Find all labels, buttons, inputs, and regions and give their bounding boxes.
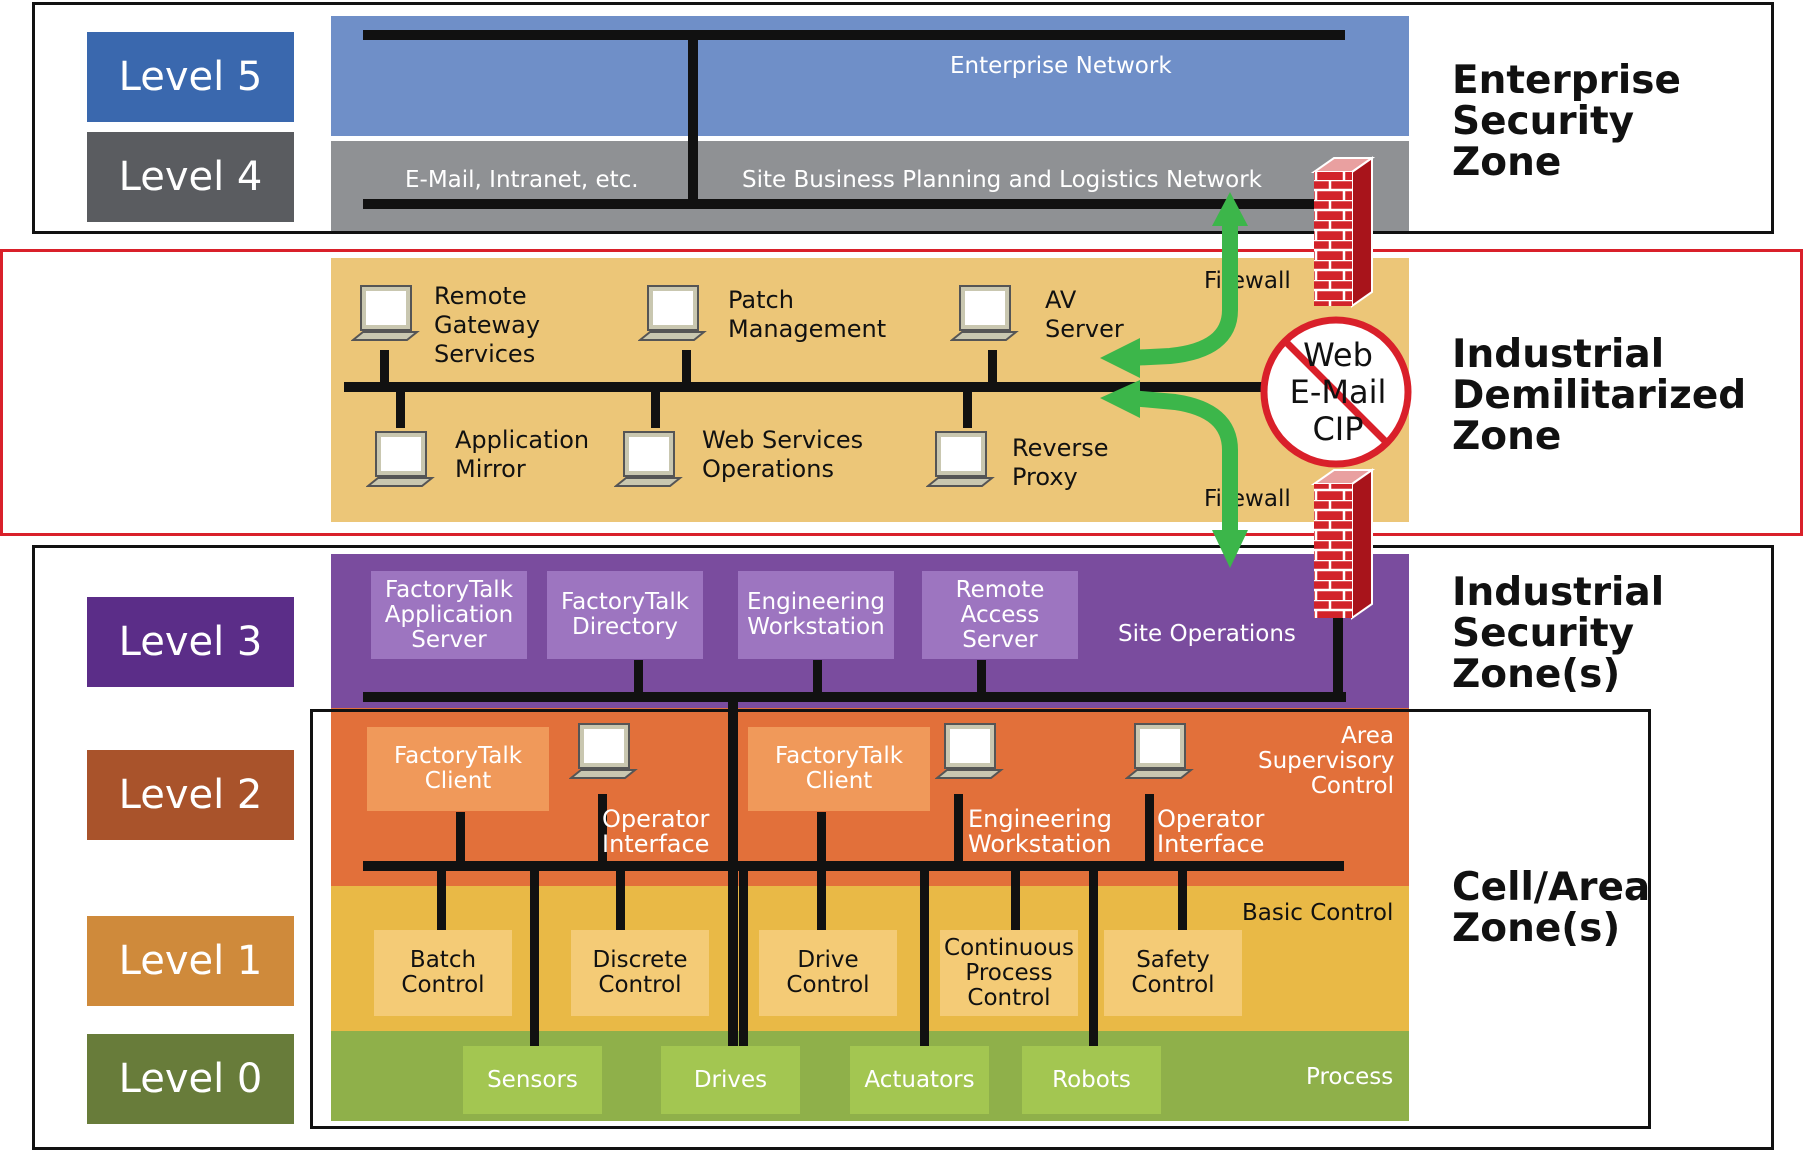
patch-management-label: Patch Management — [728, 286, 887, 343]
operator-interface-label: Operator Interface — [602, 805, 710, 858]
dmz-zone-outline — [0, 249, 1803, 536]
drop — [651, 388, 660, 428]
dmz-zone-label: Industrial Demilitarized Zone — [1452, 332, 1747, 459]
drop — [817, 866, 826, 932]
batch-control-box: Batch Control — [374, 930, 512, 1016]
level-4-tag: Level 4 — [87, 132, 294, 222]
drop — [954, 794, 963, 866]
remote-access-server-box: Remote Access Server — [922, 571, 1078, 659]
reverse-proxy-label: Reverse Proxy — [1012, 434, 1109, 491]
level-1-tag: Level 1 — [87, 916, 294, 1006]
engineering-workstation-box: Engineering Workstation — [738, 571, 894, 659]
robots-box: Robots — [1022, 1046, 1161, 1114]
drop — [963, 388, 972, 428]
enterprise-zone-label: Enterprise Security Zone — [1452, 58, 1681, 185]
upper-green-arrow — [1100, 192, 1248, 378]
level-2-tag: Level 2 — [87, 750, 294, 840]
factorytalk-directory-box: FactoryTalk Directory — [547, 571, 703, 659]
drop — [598, 794, 607, 866]
computer-icon — [638, 285, 707, 341]
level-5-tag: Level 5 — [87, 32, 294, 122]
cell-area-zone-label: Cell/Area Zone(s) — [1452, 865, 1651, 951]
area-supervisory-label: Area Supervisory Control — [1258, 723, 1395, 799]
computer-icon — [351, 285, 420, 341]
blocked-web-text: Web — [1303, 336, 1373, 374]
discrete-control-box: Discrete Control — [571, 930, 709, 1016]
drop — [380, 350, 389, 386]
computer-icon — [1125, 723, 1194, 779]
drop — [530, 866, 539, 1046]
drop — [396, 388, 405, 428]
cell-area-zone-outline — [310, 709, 1651, 1129]
enterprise-zone-outline — [32, 2, 1774, 234]
drop — [817, 812, 826, 866]
computer-icon — [935, 723, 1004, 779]
level3-firewall-drop — [1333, 612, 1343, 702]
lower-green-arrow — [1100, 380, 1248, 568]
level-0-tag: Level 0 — [87, 1034, 294, 1124]
computer-icon — [926, 431, 995, 487]
main-trunk — [728, 692, 738, 1046]
industrial-zone-label: Industrial Security Zone(s) — [1452, 570, 1665, 697]
level2-bus — [363, 861, 1344, 871]
blocked-cip-text: CIP — [1312, 410, 1363, 448]
level-3-tag: Level 3 — [87, 597, 294, 687]
dmz-bus — [344, 382, 1265, 392]
computer-icon — [950, 285, 1019, 341]
process-label: Process — [1306, 1064, 1394, 1090]
operator-interface-label: Operator Interface — [1157, 805, 1265, 858]
upper-firewall-wall — [1310, 156, 1376, 308]
engineering-workstation-label: Engineering Workstation — [968, 805, 1112, 858]
drop — [682, 350, 691, 386]
drive-control-box: Drive Control — [759, 930, 897, 1016]
factorytalk-application-server-box: FactoryTalk Application Server — [371, 571, 527, 659]
enterprise-network-label: Enterprise Network — [950, 53, 1172, 79]
drop — [920, 866, 929, 1046]
email-intranet-label: E-Mail, Intranet, etc. — [405, 167, 639, 193]
drop — [634, 660, 643, 696]
drop — [616, 866, 625, 932]
computer-icon — [569, 723, 638, 779]
enterprise-riser — [688, 30, 698, 204]
drop — [437, 866, 446, 932]
industrial-zone-outline — [32, 545, 1774, 1150]
continuous-process-control-box: Continuous Process Control — [940, 930, 1078, 1016]
drop — [456, 812, 465, 866]
sensors-box: Sensors — [463, 1046, 602, 1114]
basic-control-label: Basic Control — [1242, 900, 1394, 926]
drop — [1178, 866, 1187, 932]
drives-box: Drives — [661, 1046, 800, 1114]
no-traffic-icon: Web E-Mail CIP — [1260, 316, 1412, 468]
site-business-label: Site Business Planning and Logistics Net… — [742, 167, 1263, 193]
drop — [1089, 866, 1098, 1046]
drop — [1011, 866, 1020, 932]
actuators-box: Actuators — [850, 1046, 989, 1114]
site-operations-label: Site Operations — [1118, 621, 1296, 647]
safety-control-box: Safety Control — [1104, 930, 1242, 1016]
application-mirror-label: Application Mirror — [455, 426, 590, 483]
drop — [813, 660, 822, 696]
lower-firewall-label: Firewall — [1204, 486, 1291, 512]
drop — [739, 866, 748, 1046]
factorytalk-client-box: FactoryTalk Client — [748, 727, 930, 811]
enterprise-bus — [363, 30, 1345, 40]
drop — [977, 660, 986, 696]
drop — [1145, 794, 1154, 866]
blocked-email-text: E-Mail — [1290, 373, 1387, 411]
remote-gateway-label: Remote Gateway Services — [434, 282, 541, 368]
site-business-bus — [363, 199, 1363, 209]
drop — [988, 350, 997, 386]
level3-bus — [363, 692, 1346, 702]
upper-firewall-label: Firewall — [1204, 268, 1291, 294]
factorytalk-client-box: FactoryTalk Client — [367, 727, 549, 811]
web-services-label: Web Services Operations — [702, 426, 864, 483]
lower-firewall-wall — [1310, 468, 1376, 620]
av-server-label: AV Server — [1045, 286, 1124, 343]
computer-icon — [614, 431, 683, 487]
computer-icon — [366, 431, 435, 487]
